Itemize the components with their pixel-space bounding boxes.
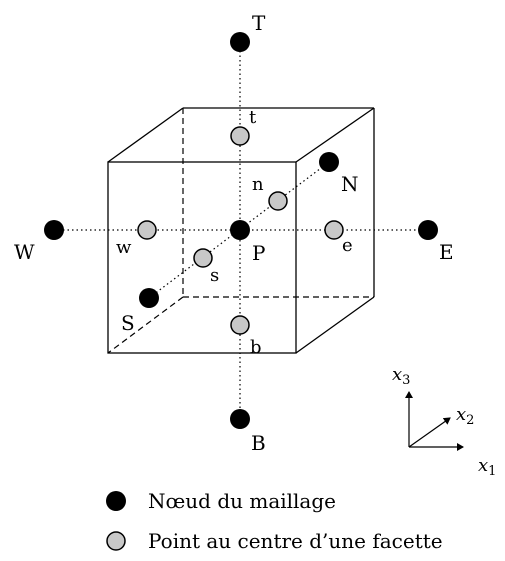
axis-labels: x3 x2 x1 xyxy=(392,364,496,479)
node-N xyxy=(319,152,339,172)
label-node-S: S xyxy=(121,311,135,335)
cube-edge-bottom-right xyxy=(295,296,375,354)
axis-x3-base: x xyxy=(392,364,402,385)
label-face-s: s xyxy=(210,265,219,286)
axes-triad xyxy=(405,391,464,451)
face-labels: t b w e n s xyxy=(116,107,353,358)
label-node-B: B xyxy=(251,431,266,455)
axis-x2-arrow xyxy=(408,417,451,448)
mesh-nodes xyxy=(44,32,438,429)
label-node-W: W xyxy=(14,240,35,264)
axis-x3-sub: 3 xyxy=(402,373,410,388)
face-points xyxy=(137,126,344,335)
axis-x2-sub: 2 xyxy=(466,413,474,428)
face-point-b xyxy=(230,315,250,335)
face-point-w xyxy=(137,220,157,240)
axis-label-x3: x3 xyxy=(392,364,410,388)
axis-label-x2: x2 xyxy=(456,404,474,428)
legend-face-label: Point au centre d’une facette xyxy=(148,529,443,553)
label-face-t: t xyxy=(249,107,257,128)
legend: Nœud du maillage Point au centre d’une f… xyxy=(106,489,443,553)
label-face-w: w xyxy=(116,237,132,258)
label-node-E: E xyxy=(439,240,454,264)
cube-edge-top-right xyxy=(295,107,375,163)
label-node-P: P xyxy=(252,241,265,265)
cube-visible-edges xyxy=(107,107,375,354)
cube-edge-top-left xyxy=(107,107,184,163)
face-point-e xyxy=(324,220,344,240)
axis-x2-base: x xyxy=(456,404,466,425)
node-E xyxy=(418,220,438,240)
hidden-edge-bottom-diagonal xyxy=(107,296,184,354)
legend-node-label: Nœud du maillage xyxy=(148,489,336,513)
node-S xyxy=(139,288,159,308)
label-face-e: e xyxy=(342,235,353,256)
label-face-b: b xyxy=(250,337,262,358)
node-B xyxy=(230,409,250,429)
label-node-T: T xyxy=(252,11,266,35)
node-W xyxy=(44,220,64,240)
node-T xyxy=(230,32,250,52)
face-point-s xyxy=(193,248,213,268)
face-point-t xyxy=(230,126,250,146)
axis-x1-base: x xyxy=(478,455,488,476)
axis-x1-sub: 1 xyxy=(488,464,496,479)
legend-face-marker xyxy=(106,531,126,551)
label-node-N: N xyxy=(341,172,359,196)
legend-node-marker xyxy=(106,491,126,511)
node-labels: T B W E P N S xyxy=(14,11,454,455)
node-P xyxy=(230,220,250,240)
face-point-n xyxy=(268,191,288,211)
label-face-n: n xyxy=(252,174,264,195)
cube-front-face xyxy=(107,161,297,354)
cube-hidden-edges xyxy=(107,108,374,354)
axis-label-x1: x1 xyxy=(478,455,496,479)
